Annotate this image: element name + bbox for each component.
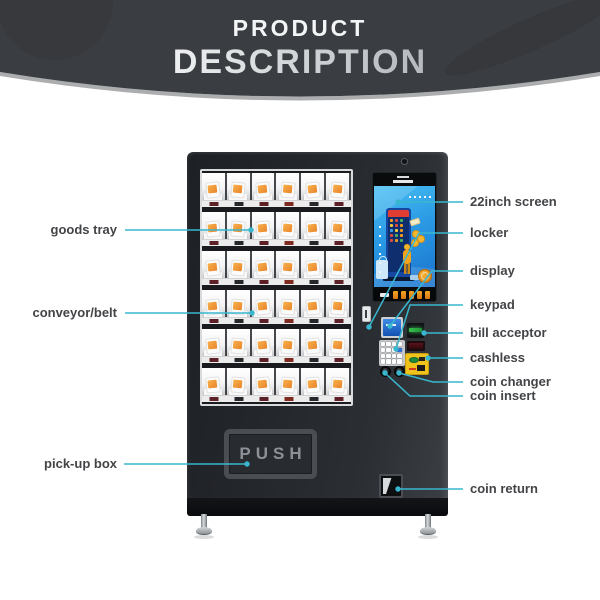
machine-leg-right — [418, 514, 438, 539]
product-slot — [252, 212, 277, 246]
product-slot — [326, 329, 351, 363]
screen-ad-strip — [374, 289, 435, 301]
product-slot — [227, 368, 252, 402]
coin-graphic — [411, 239, 419, 247]
screen-logo-mark — [393, 180, 413, 183]
product-slot — [276, 212, 302, 246]
bill-door — [407, 341, 425, 351]
product-slot — [276, 368, 302, 402]
camera-dot — [401, 158, 408, 165]
goods-window — [200, 169, 353, 406]
coin-changer-slot — [394, 366, 405, 377]
label-locker: locker — [470, 225, 509, 240]
product-slot — [276, 173, 302, 207]
shelf-row — [202, 212, 351, 246]
keypad — [379, 340, 405, 366]
label-goods-tray: goods tray — [50, 222, 117, 237]
pickup-box-door: PUSH — [224, 429, 317, 479]
person-graphic — [403, 250, 411, 264]
product-slot — [301, 329, 327, 363]
product-slot — [202, 251, 227, 285]
label-pick-up-box: pick-up box — [44, 456, 117, 471]
label-coin-return: coin return — [470, 481, 538, 496]
cashless-reader — [405, 353, 429, 375]
product-slot — [301, 173, 327, 207]
product-slot — [326, 212, 351, 246]
machine-base — [187, 498, 448, 516]
product-slot — [252, 368, 277, 402]
small-display — [381, 317, 403, 338]
machine-leg-left — [194, 514, 214, 539]
product-slot — [301, 251, 327, 285]
product-slot — [276, 329, 302, 363]
product-slot — [276, 290, 302, 324]
label-coin-changer: coin changer — [470, 374, 551, 389]
product-slot — [202, 368, 227, 402]
push-door-label: PUSH — [239, 444, 307, 463]
shelf-row — [202, 290, 351, 324]
label-cashless: cashless — [470, 350, 525, 365]
screen-illustration — [374, 186, 435, 287]
product-slot — [227, 329, 252, 363]
door-lock — [362, 306, 371, 322]
label-conveyor-belt: conveyor/belt — [32, 305, 117, 320]
product-slot — [252, 329, 277, 363]
header-title-line1: PRODUCT — [232, 15, 368, 41]
product-slot — [276, 251, 302, 285]
label-keypad: keypad — [470, 297, 515, 312]
shelf-row — [202, 329, 351, 363]
product-slot — [252, 251, 277, 285]
shelf-row — [202, 368, 351, 402]
product-slot — [227, 290, 252, 324]
shelf-row — [202, 173, 351, 207]
product-slot — [227, 173, 252, 207]
bill-acceptor — [406, 322, 425, 339]
product-slot — [252, 173, 277, 207]
product-slot — [301, 212, 327, 246]
product-slot — [227, 251, 252, 285]
product-slot — [202, 290, 227, 324]
product-slot — [326, 368, 351, 402]
shelf-row — [202, 251, 351, 285]
badge-graphic — [418, 269, 432, 283]
coin-return-box — [379, 474, 403, 498]
product-slot — [326, 290, 351, 324]
product-slot — [326, 173, 351, 207]
product-slot — [202, 173, 227, 207]
product-slot — [326, 251, 351, 285]
coin-insert-slot — [380, 366, 391, 377]
product-slot — [252, 290, 277, 324]
person-graphic — [404, 264, 410, 274]
label-bill-acceptor: bill acceptor — [470, 325, 547, 340]
product-slot — [301, 368, 327, 402]
product-slot — [202, 329, 227, 363]
header-banner — [0, 0, 600, 101]
shopping-bag-graphic — [376, 256, 388, 279]
label-display: display — [470, 263, 515, 278]
screen-logo-mark — [397, 176, 409, 178]
product-slot — [301, 290, 327, 324]
label-coin-insert: coin insert — [470, 388, 536, 403]
header-title-line2: DESCRIPTION — [0, 43, 600, 82]
product-slot — [202, 212, 227, 246]
label-22inch-screen: 22inch screen — [470, 194, 557, 209]
card-graphic — [409, 217, 421, 227]
